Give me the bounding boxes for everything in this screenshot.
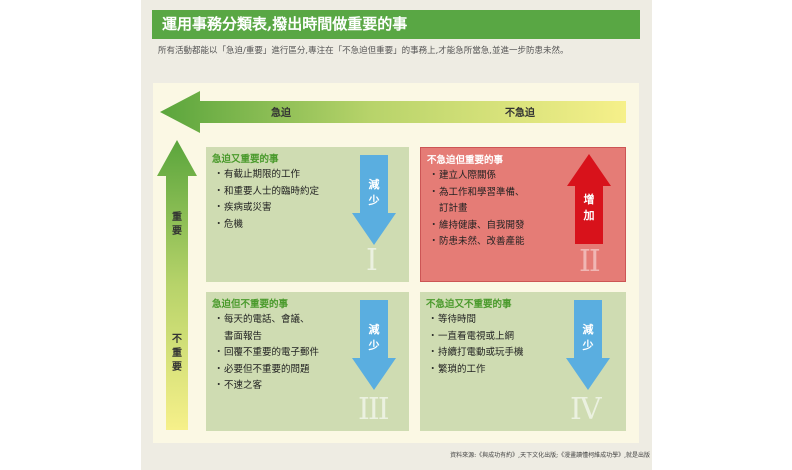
list-item: ・回覆不重要的電子郵件 xyxy=(214,347,320,358)
urgency-arrow xyxy=(160,91,626,133)
quadrant-title: 不急迫又不重要的事 xyxy=(426,299,512,310)
quadrant-not-urgent-important: 不急迫但重要的事 ・建立人際關係 ・為工作和學習準備、 訂計畫 ・維持健康、自我… xyxy=(420,147,626,282)
quadrant-title: 不急迫但重要的事 xyxy=(427,155,504,166)
list-item: 書面報告 xyxy=(224,330,263,342)
decrease-arrow-icon xyxy=(352,300,396,390)
axis-label-important: 重要 xyxy=(172,212,182,237)
list-item: ・危機 xyxy=(214,218,244,230)
quadrant-urgent-not-important: 急迫但不重要的事 ・每天的電話、會議、 書面報告 ・回覆不重要的電子郵件 ・必要… xyxy=(206,292,409,431)
page-subtitle: 所有活動都能以「急迫/重要」進行區分,專注在「不急迫但重要」的事務上,才能急所當… xyxy=(158,46,569,56)
list-item: ・持續打電動或玩手機 xyxy=(428,347,524,358)
axis-label-urgent: 急迫 xyxy=(271,108,291,119)
arrow-label: 減少 xyxy=(368,323,380,352)
list-item: ・繁瑣的工作 xyxy=(428,363,486,375)
quadrant-number: IV xyxy=(570,392,601,427)
list-item: ・疾病或災害 xyxy=(214,202,272,213)
decrease-arrow-icon xyxy=(352,155,396,245)
list-item: ・維持健康、自我開發 xyxy=(429,219,525,231)
list-item: ・每天的電話、會議、 xyxy=(214,314,310,325)
quadrant-urgent-important: 急迫又重要的事 ・有截止期限的工作 ・和重要人士的臨時約定 ・疾病或災害 ・危機… xyxy=(206,147,409,282)
arrow-label: 減少 xyxy=(368,178,380,207)
list-item: ・一直看電視或上網 xyxy=(428,330,515,342)
list-item: ・等待時間 xyxy=(428,314,477,325)
axis-label-not-important: 不重要 xyxy=(172,334,182,373)
importance-arrow xyxy=(157,140,197,430)
quadrant-number: III xyxy=(358,392,390,427)
list-item: ・有截止期限的工作 xyxy=(214,169,301,180)
quadrant-title: 急迫又重要的事 xyxy=(212,154,279,165)
decrease-arrow-icon xyxy=(566,300,610,390)
quadrant-number: II xyxy=(579,244,601,279)
quadrant-number: I xyxy=(366,243,378,278)
quadrant-title: 急迫但不重要的事 xyxy=(212,299,289,310)
source-credit: 資料來源:《與成功有約》,天下文化出版;《漫畫讀懂柯維成功學》,就是出版 xyxy=(450,452,650,459)
page-title: 運用事務分類表,撥出時間做重要的事 xyxy=(152,10,640,39)
list-item: ・防患未然、改善產能 xyxy=(429,236,525,247)
quadrant-not-urgent-not-important: 不急迫又不重要的事 ・等待時間 ・一直看電視或上網 ・持續打電動或玩手機 ・繁瑣… xyxy=(420,292,626,431)
list-item: ・不速之客 xyxy=(214,380,263,391)
arrow-label: 增加 xyxy=(583,193,595,222)
axis-label-not-urgent: 不急迫 xyxy=(505,108,535,119)
increase-arrow-icon xyxy=(567,154,611,244)
list-item: ・必要但不重要的問題 xyxy=(214,363,310,375)
list-item: ・建立人際關係 xyxy=(429,170,497,181)
list-item: ・和重要人士的臨時約定 xyxy=(214,185,320,197)
list-item: ・為工作和學習準備、 xyxy=(429,186,525,198)
arrow-label: 減少 xyxy=(582,323,594,352)
list-item: 訂計畫 xyxy=(439,203,468,214)
